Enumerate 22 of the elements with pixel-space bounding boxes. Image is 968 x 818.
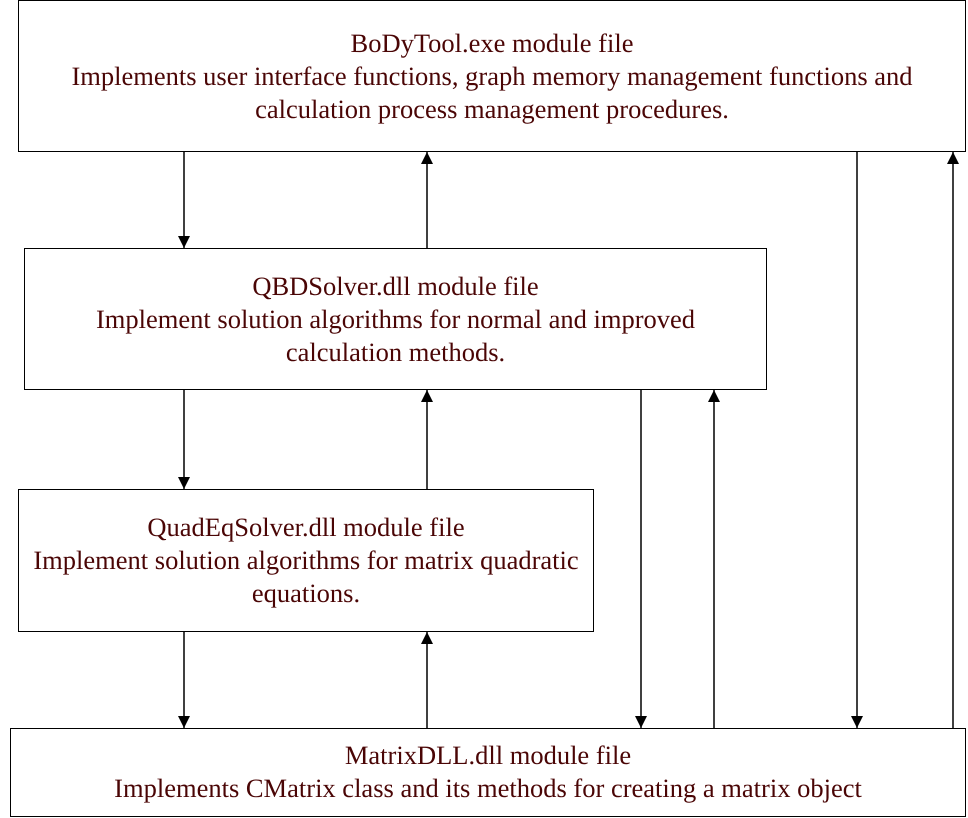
module-title: QBDSolver.dll module file	[252, 270, 539, 302]
arrow	[421, 152, 433, 248]
arrow	[851, 152, 863, 728]
module-box	[18, 489, 594, 632]
module-box	[24, 248, 767, 390]
arrow	[178, 390, 190, 489]
module-description: Implements CMatrix class and its methods for creating a matrix object	[114, 772, 862, 805]
module-title: MatrixDLL.dll module file	[344, 739, 632, 772]
module-description: Implement solution algorithms for normal and improved calculation methods.	[94, 302, 696, 368]
arrow	[178, 632, 190, 728]
arrow	[421, 390, 433, 489]
module-description: Implements user interface functions, graph memory management functions and calculation process management procedures.	[70, 60, 914, 126]
module-description: Implement solution algorithms for matrix quadratic equations.	[32, 544, 580, 610]
module-box	[10, 728, 966, 817]
arrow	[708, 390, 720, 728]
module-box	[18, 0, 966, 152]
module-title: BoDyTool.exe module file	[350, 26, 634, 60]
arrow	[421, 632, 433, 728]
module-title: QuadEqSolver.dll module file	[147, 511, 465, 544]
arrow	[947, 152, 959, 728]
arrow	[178, 152, 190, 248]
arrow	[635, 390, 647, 728]
